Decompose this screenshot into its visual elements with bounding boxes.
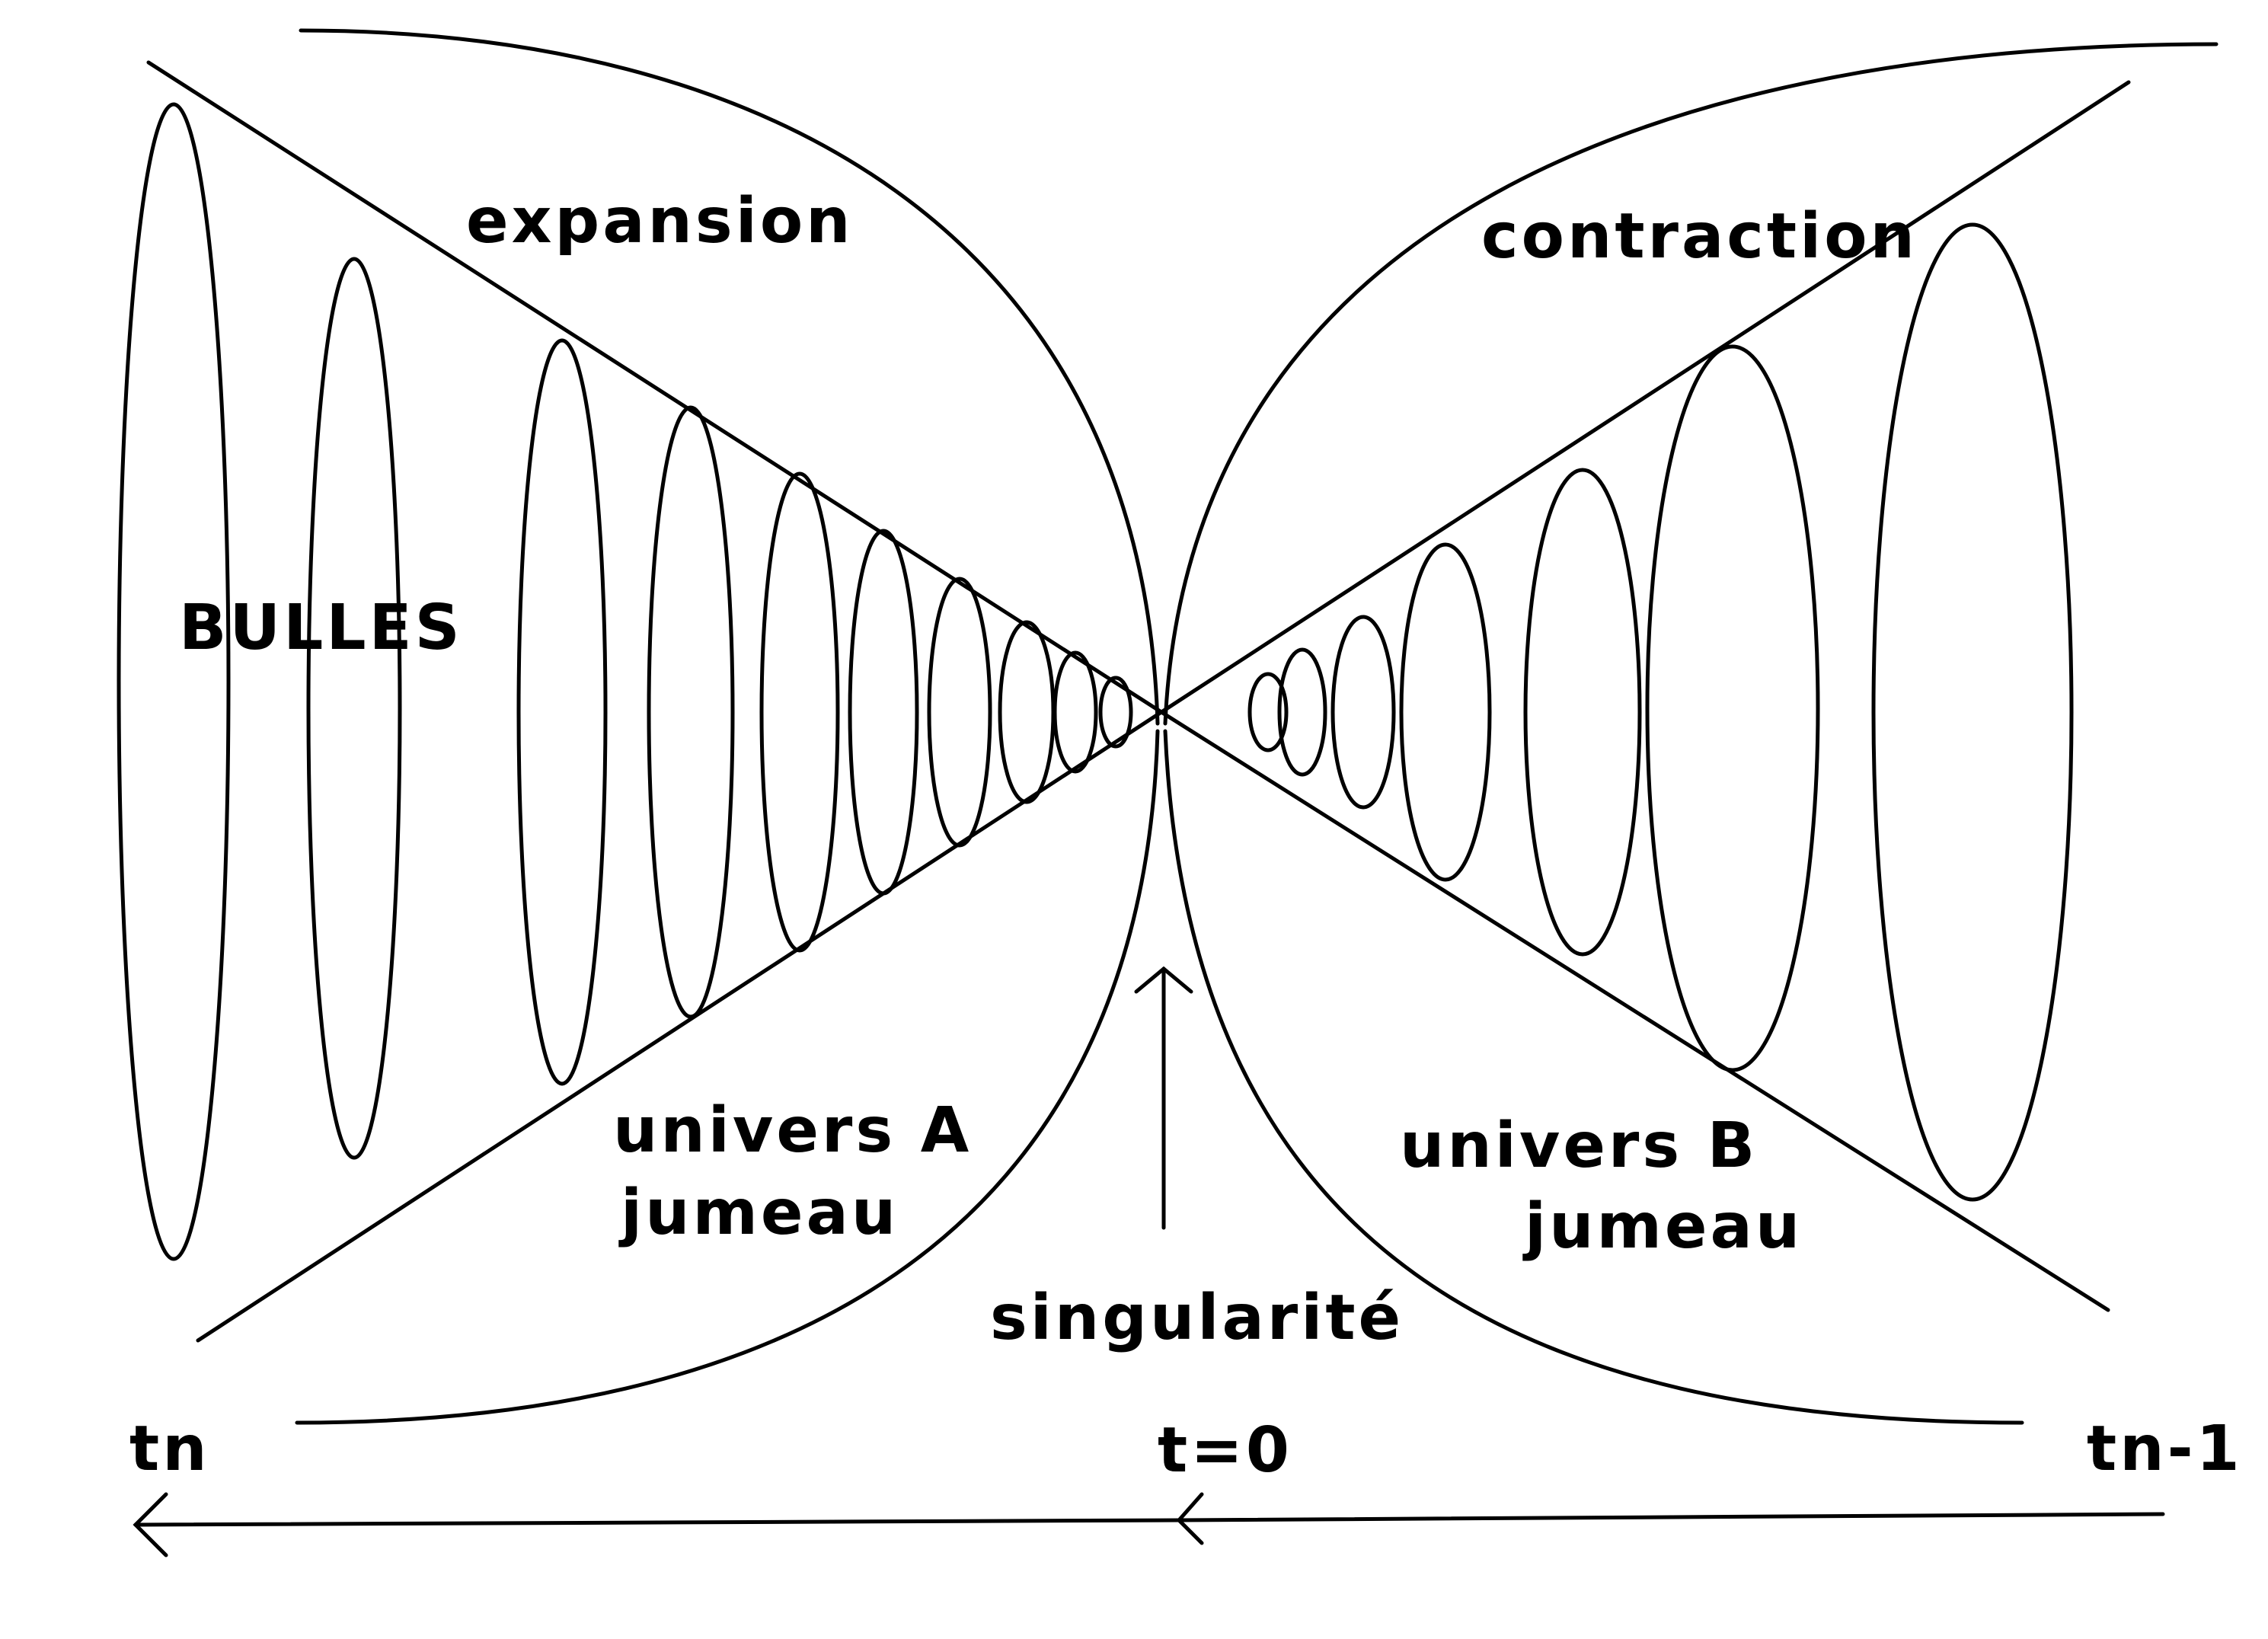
bubble-right-2	[1277, 647, 1327, 777]
label-univers-a-jumeau: jumeau	[618, 1177, 899, 1249]
bubble-left-4	[647, 405, 735, 1019]
time-axis-arrowhead-left	[133, 1492, 168, 1558]
cone-line-upper-left	[146, 60, 1164, 714]
bubble-right-6	[1645, 344, 1820, 1072]
label-univers-a: univers A	[613, 1094, 972, 1167]
cone-line-lower-left	[196, 710, 1164, 1343]
time-axis-line-right	[1177, 1512, 2165, 1522]
bubble-left-6	[848, 529, 919, 896]
label-contraction: contraction	[1481, 200, 1918, 273]
bubble-left-8	[998, 620, 1056, 804]
label-tn: tn	[129, 1413, 210, 1485]
label-univers-b: univers B	[1400, 1110, 1758, 1182]
label-tn-minus-1: tn-1	[2087, 1413, 2243, 1485]
bubble-left-3	[516, 338, 608, 1086]
cone-line-upper-right	[1159, 80, 2131, 714]
bubbles-right	[1247, 222, 2074, 1202]
boundary-upper-right	[1163, 42, 2218, 726]
singularity-arrow	[1134, 966, 1193, 1230]
boundary-curves	[295, 28, 2218, 1425]
bubble-left-10	[1098, 676, 1133, 749]
time-axis-line-left	[133, 1518, 1181, 1527]
label-bulles: BULLES	[179, 592, 463, 664]
bubble-right-1	[1247, 672, 1289, 752]
label-singularite: singularité	[990, 1282, 1404, 1354]
cone-lines	[146, 60, 2131, 1343]
bubble-right-7	[1871, 222, 2074, 1202]
boundary-lower-left	[295, 729, 1160, 1425]
time-axis-arrowhead-mid	[1176, 1492, 1204, 1545]
bubble-right-5	[1523, 468, 1642, 957]
label-univers-b-jumeau: jumeau	[1522, 1190, 1803, 1263]
boundary-lower-right	[1163, 729, 2024, 1425]
label-t0: t=0	[1158, 1414, 1292, 1487]
boundary-upper-left	[299, 28, 1160, 726]
bubble-left-1	[117, 102, 231, 1261]
label-expansion: expansion	[466, 185, 854, 257]
cone-line-lower-right	[1159, 710, 2110, 1312]
bubble-left-5	[759, 471, 840, 953]
bubble-left-2	[306, 257, 402, 1160]
time-axis	[133, 1492, 2165, 1558]
bubble-right-4	[1399, 542, 1492, 882]
bubble-left-7	[927, 577, 992, 848]
bubble-left-9	[1053, 650, 1098, 774]
bubbles-left	[117, 102, 1133, 1261]
bubble-right-3	[1330, 615, 1396, 810]
singularity-arrow-head	[1134, 966, 1193, 994]
